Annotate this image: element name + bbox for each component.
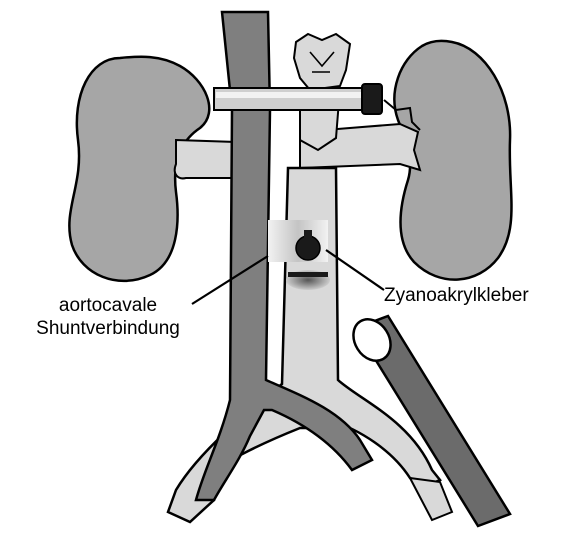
glue-drop-neck <box>304 230 312 238</box>
shunt-label-line2: Shuntverbindung <box>20 317 196 340</box>
clamp-bar <box>214 88 364 110</box>
shunt-label-line1: aortocavale <box>20 294 196 317</box>
shunt-label: aortocavale Shuntverbindung <box>20 294 196 340</box>
glue-label: Zyanoakrylkleber <box>384 284 529 307</box>
left-renal-vein <box>175 140 236 178</box>
glue-line <box>288 272 328 277</box>
right-iliac-branch <box>410 478 452 520</box>
glue-drop <box>296 236 320 260</box>
heart-stump <box>294 34 350 90</box>
clamp-handle <box>362 84 382 114</box>
clamp-bar-shine <box>216 92 362 98</box>
